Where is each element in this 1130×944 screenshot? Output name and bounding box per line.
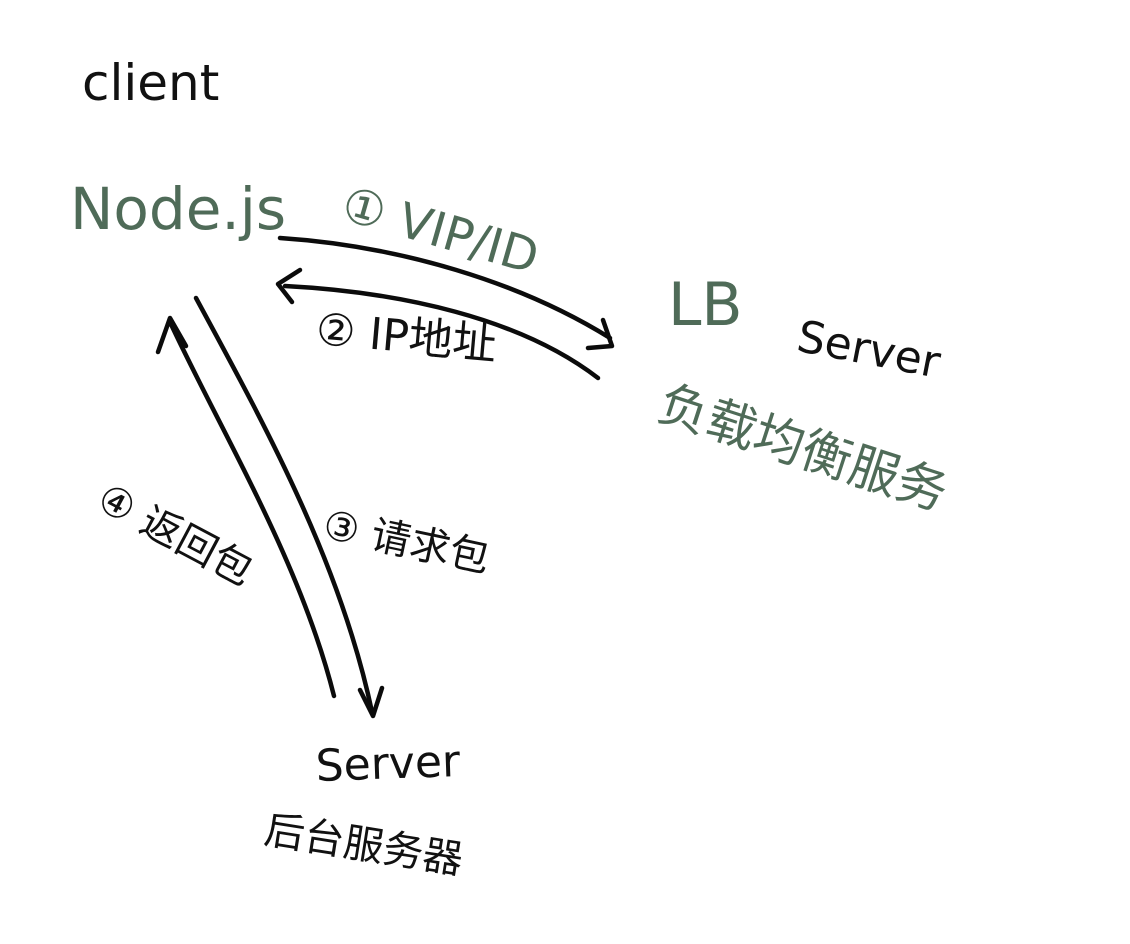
arrow-vip-request-head: [585, 317, 615, 351]
arrow-request-packet-head: [357, 685, 385, 719]
lb-label: LB: [668, 270, 743, 340]
server-label: Server: [314, 735, 461, 792]
nodejs-label: Node.js: [70, 175, 287, 243]
arrow-return-packet-head: [155, 315, 189, 355]
arrow-vip-request: [277, 235, 613, 341]
arrow-ip-response-head: [275, 267, 303, 305]
arrow-return-packet: [167, 319, 337, 699]
client-label: client: [82, 54, 220, 112]
arrow-ip-response: [282, 283, 601, 381]
arrow-request-packet: [193, 295, 375, 715]
